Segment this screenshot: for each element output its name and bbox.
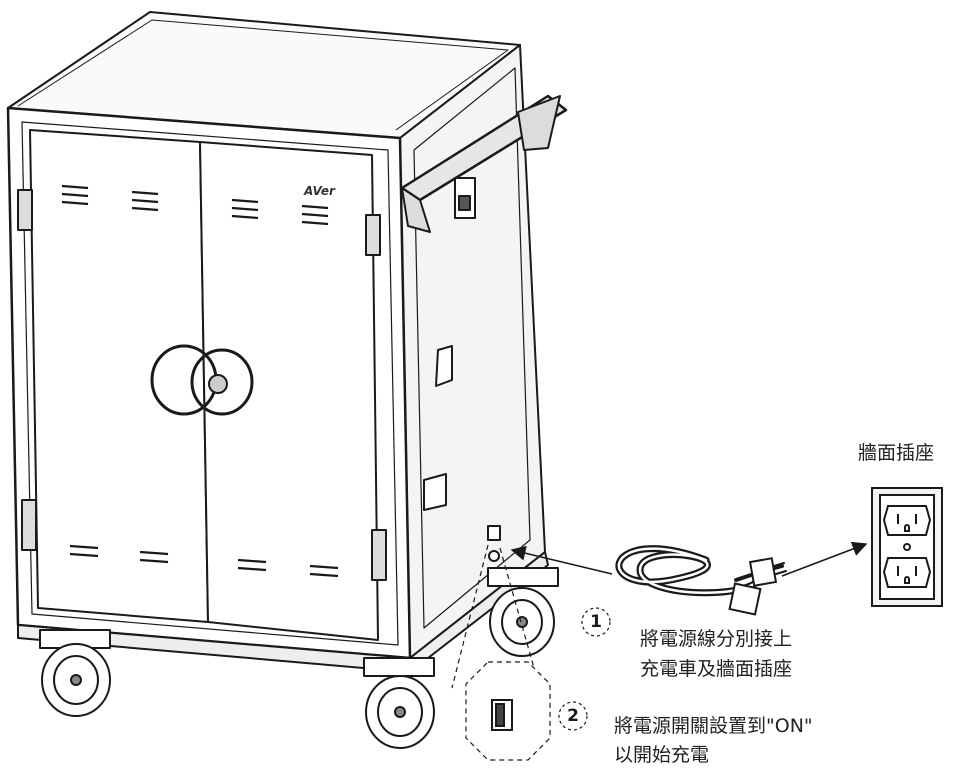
charging-cart-icon [6,11,568,749]
wall-outlet-icon [871,487,943,607]
power-switch-icon [491,699,513,731]
power-cord-icon [615,545,787,616]
step-2-number: 2 [567,706,579,726]
outlet-label: 牆面插座 [858,442,935,464]
step-2-marker [558,701,588,731]
step-1-line-1: 將電源線分別接上 [640,628,793,650]
step-1-marker [581,607,611,637]
step-1-number: 1 [590,612,602,632]
step-1-line-2: 充電車及牆面插座 [640,658,793,680]
step-2-line-2: 以開始充電 [614,744,710,766]
arrow-to-cart [510,545,613,575]
arrow-to-outlet [781,541,868,577]
brand-logo: AVer [303,184,336,198]
step-2-line-1: 將電源開關設置到"ON" [614,715,813,737]
